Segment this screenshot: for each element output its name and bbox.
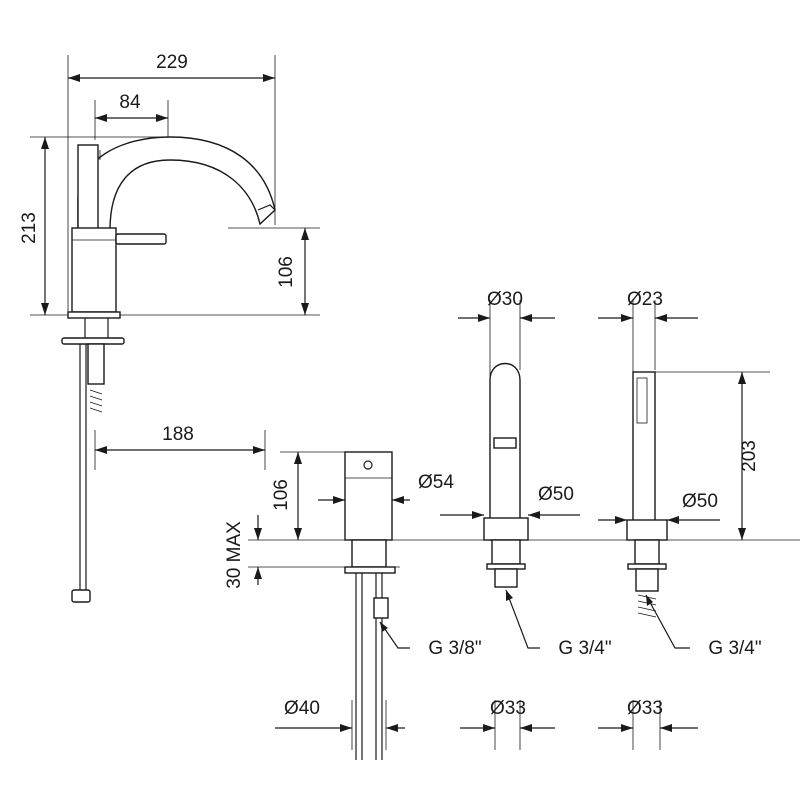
dim-dia-30: Ø30: [487, 289, 523, 310]
dim-30-max: 30 MAX: [224, 521, 245, 589]
dim-dia-50-shower: Ø50: [682, 491, 718, 512]
connection-spout: G 3/4": [558, 638, 611, 659]
dim-106-bottom: 106: [271, 479, 292, 511]
dim-dia-54: Ø54: [418, 472, 454, 493]
connection-valve: G 3/8": [428, 638, 481, 659]
reach-dimension: [94, 430, 266, 470]
dim-dia-33-spout: Ø33: [490, 698, 526, 719]
dim-203: 203: [739, 440, 760, 472]
connection-shower: G 3/4": [708, 638, 761, 659]
dim-dia-50-spout: Ø50: [538, 484, 574, 505]
shower-component: [598, 300, 770, 750]
dim-dia-33-shower: Ø33: [627, 698, 663, 719]
dim-dia-40: Ø40: [284, 698, 320, 719]
dim-dia-23: Ø23: [627, 289, 663, 310]
dim-188: 188: [162, 424, 194, 445]
dim-213: 213: [19, 212, 40, 244]
dim-229: 229: [156, 52, 188, 73]
dim-84: 84: [119, 92, 141, 113]
side-view: [30, 55, 320, 603]
valve-component: [254, 451, 410, 760]
spout-component: [440, 300, 580, 750]
dim-106-top: 106: [276, 256, 297, 288]
